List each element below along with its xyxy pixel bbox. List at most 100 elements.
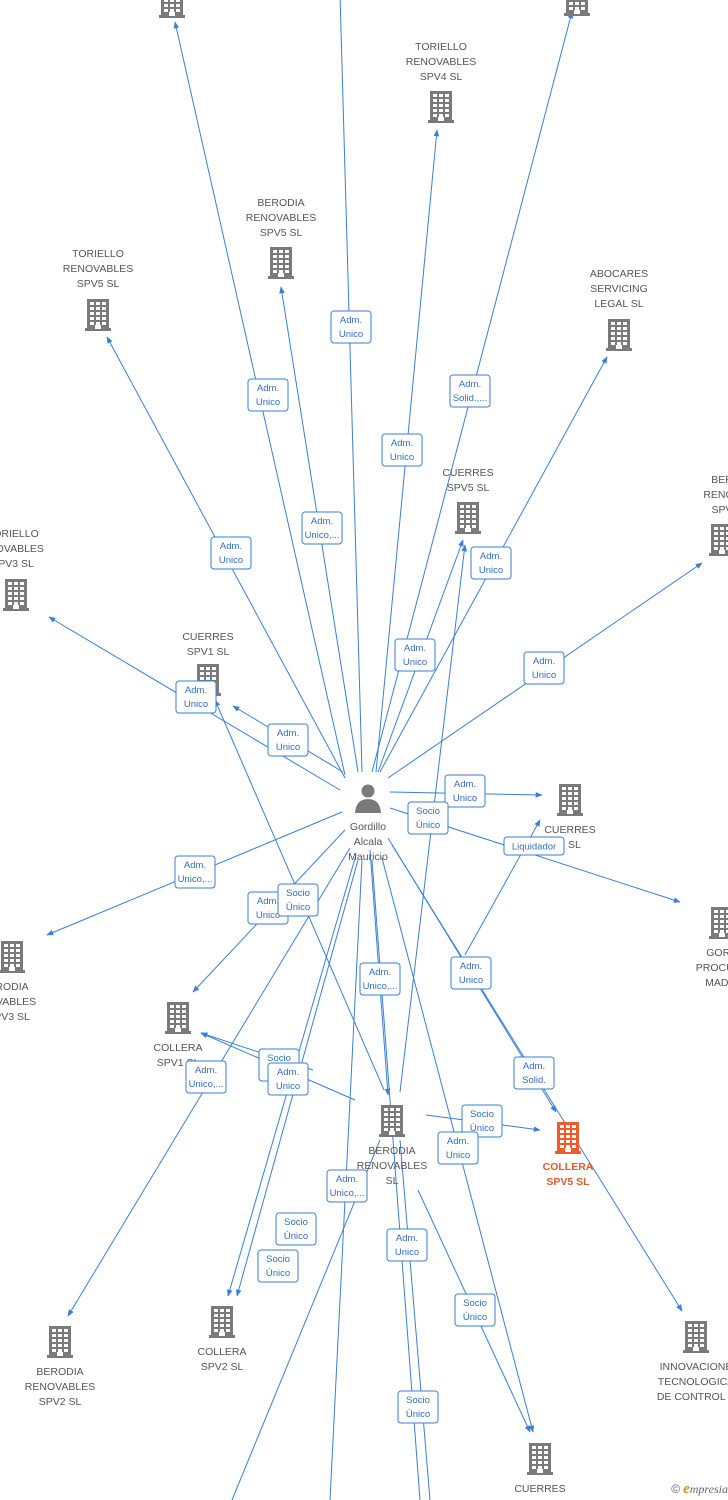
- relation-badge[interactable]: Liquidador: [503, 836, 565, 856]
- relation-badge[interactable]: Adm.Unico: [450, 956, 492, 990]
- relation-badge-text: Unico: [395, 1247, 419, 1258]
- company-node-col5[interactable]: COLLERA SPV5 SL: [543, 1122, 594, 1188]
- relation-badge[interactable]: Adm. Unico: [381, 433, 423, 467]
- relation-badge[interactable]: Adm.Unico: [267, 1062, 309, 1096]
- relation-badge[interactable]: Adm.Unico,...: [174, 855, 216, 889]
- company-name-line: ORIELLO: [0, 528, 39, 540]
- relation-badge[interactable]: Adm.Unico,...: [301, 511, 343, 545]
- building-icon: [379, 1105, 405, 1137]
- relation-badge-text: Unico: [276, 742, 300, 753]
- relation-badge[interactable]: Adm.Unico: [210, 536, 252, 570]
- relation-badge-text: Único: [470, 1123, 494, 1134]
- relation-badge-box: [174, 855, 216, 889]
- relation-badge[interactable]: Adm.Unico: [267, 723, 309, 757]
- relation-badge[interactable]: Adm.Unico,...: [185, 1060, 227, 1094]
- building-icon: [455, 502, 481, 534]
- relation-badge-box: [450, 956, 492, 990]
- relation-badge[interactable]: Adm.Unico: [444, 774, 486, 808]
- relation-badge[interactable]: Adm.Unico: [175, 680, 217, 714]
- relation-badge-text: Unico: [219, 555, 243, 566]
- relation-badge-text: Unico: [459, 975, 483, 986]
- relation-badge-text: Adm.: [311, 516, 333, 527]
- relation-badge-text: Solid.: [522, 1075, 546, 1086]
- relation-badge[interactable]: Adm.Solid.,...: [449, 374, 491, 408]
- relation-badge-text: Adm.: [480, 551, 502, 562]
- relation-badge-text: Único: [266, 1268, 290, 1279]
- company-name-line: CUERRES: [514, 1483, 565, 1495]
- company-node-gord[interactable]: GORDPROCURAMADRI: [696, 907, 728, 989]
- relation-badge-text: Unico: [276, 1081, 300, 1092]
- relation-badge-text: Único: [406, 1409, 430, 1420]
- relation-badge-text: Unico,...: [189, 1079, 224, 1090]
- relation-badge[interactable]: Adm.Unico: [330, 310, 372, 344]
- relation-badge[interactable]: Adm. Unico: [470, 546, 512, 580]
- relation-badge[interactable]: Adm.Unico: [523, 651, 565, 685]
- company-node-top2[interactable]: [564, 0, 590, 16]
- company-name-line: RENOVABLES: [406, 56, 476, 68]
- company-name-line: COLLERA: [543, 1161, 594, 1173]
- person-name-line: Mauricio: [348, 851, 388, 863]
- edge-berc-off3: [399, 1139, 431, 1500]
- relation-badge-text: Socio: [463, 1298, 487, 1309]
- company-name-line: MADRI: [705, 977, 728, 989]
- relation-badge-text: Único: [463, 1312, 487, 1323]
- company-name-line: CUERRES: [182, 631, 233, 643]
- company-node-ber3[interactable]: RODIAOVABLESPV3 SL: [0, 941, 36, 1023]
- company-name-line: COLLERA: [197, 1346, 246, 1358]
- relation-badge[interactable]: Adm.Unico: [386, 1228, 428, 1262]
- relation-badge[interactable]: Adm.Unico: [437, 1131, 479, 1165]
- relation-badge-box: [326, 1169, 368, 1203]
- person-name-line: Gordillo: [350, 821, 386, 833]
- company-node-ber_r[interactable]: BERRENOVSPV: [703, 474, 728, 556]
- company-name-line: SPV2 SL: [201, 1361, 244, 1373]
- relation-badge-text: Socio: [470, 1109, 494, 1120]
- relation-badge[interactable]: Adm.Unico,...: [326, 1169, 368, 1203]
- relation-badge-box: [277, 883, 319, 917]
- person-name-line: Alcala: [354, 836, 383, 848]
- company-name-line: SPV5 SL: [546, 1176, 590, 1188]
- relation-badge-text: Adm.: [391, 438, 413, 449]
- building-icon: [85, 299, 111, 331]
- relation-badge[interactable]: Adm.Unico: [394, 638, 436, 672]
- building-icon: [557, 784, 583, 816]
- relation-badge[interactable]: Adm.Solid.: [513, 1056, 555, 1090]
- company-node-tor3[interactable]: ORIELLONOVABLESPV3 SL: [0, 528, 44, 611]
- relation-badge-box: [247, 378, 289, 412]
- relation-badge-text: Adm.: [454, 779, 476, 790]
- relation-badge-text: Unico: [479, 565, 503, 576]
- relation-badge[interactable]: Adm.Unico: [247, 378, 289, 412]
- company-node-top1[interactable]: [159, 0, 185, 18]
- building-icon: [3, 579, 29, 611]
- relation-badge-text: Socio: [267, 1053, 291, 1064]
- company-name-line: BER: [711, 474, 728, 486]
- company-node-cueb[interactable]: CUERRES: [514, 1443, 566, 1495]
- company-name-line: TORIELLO: [72, 248, 124, 260]
- relation-badge-box: [359, 962, 401, 996]
- company-name-line: SPV2 SL: [39, 1396, 82, 1408]
- company-name-line: TORIELLO: [415, 41, 467, 53]
- relation-badge-text: Unico: [446, 1150, 470, 1161]
- company-node-col2[interactable]: COLLERA SPV2 SL: [197, 1306, 247, 1373]
- relation-badge[interactable]: Adm.Unico,...: [359, 962, 401, 996]
- relation-badge-text: Unico: [390, 452, 414, 463]
- company-name-line: SL: [386, 1175, 399, 1187]
- relation-badge-text: Adm.: [185, 685, 207, 696]
